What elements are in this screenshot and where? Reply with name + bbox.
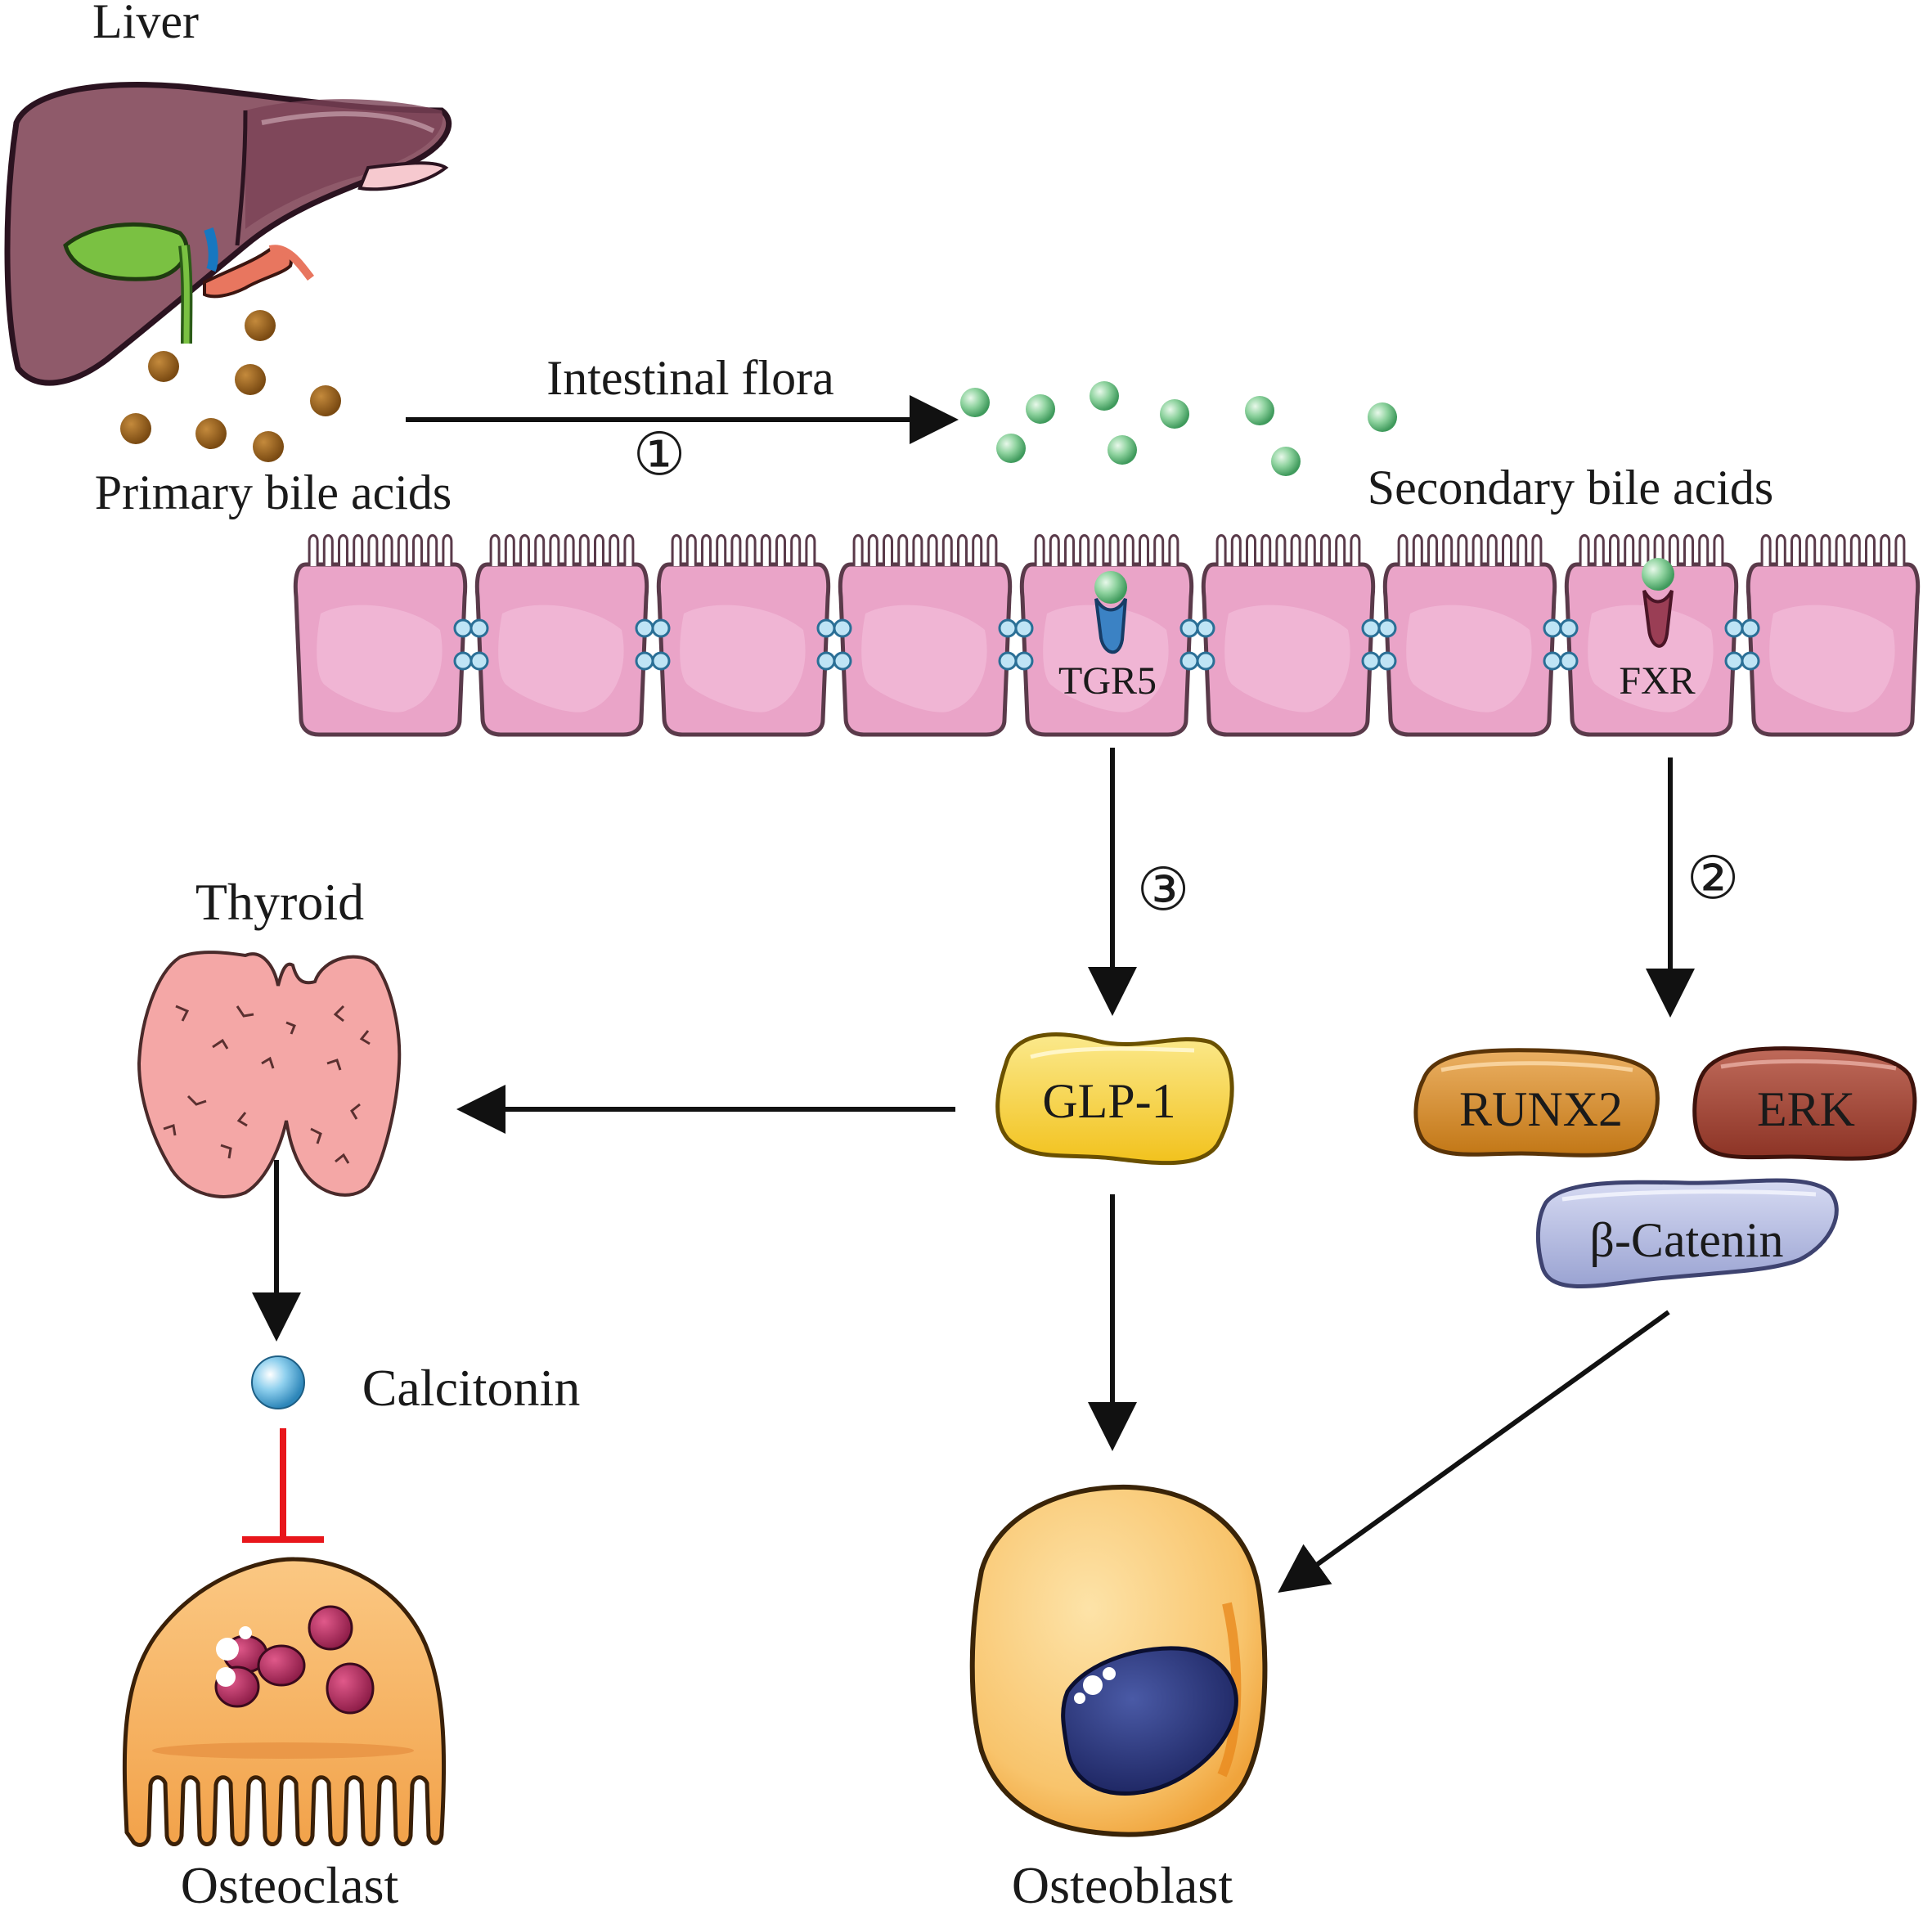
glp1-label: GLP-1: [1042, 1074, 1175, 1128]
intestinal-flora-label: Intestinal flora: [546, 351, 834, 405]
primary-bile-acid: [120, 413, 151, 444]
secondary-bile-acid: [1368, 402, 1397, 432]
tgr5-label: TGR5: [1058, 659, 1157, 703]
fxr-label: FXR: [1619, 659, 1695, 703]
secondary-bile-acids-label: Secondary bile acids: [1368, 461, 1774, 515]
tight-junction: [1361, 618, 1397, 671]
liver-illustration: [4, 82, 452, 386]
primary-bile-acids-label: Primary bile acids: [95, 465, 452, 519]
osteoblast-illustration: [969, 1484, 1268, 1837]
bound-bile-acid: [1094, 571, 1127, 604]
secondary-bile-acid: [960, 388, 990, 417]
tight-junction: [1543, 618, 1579, 671]
glp1-node: [995, 1032, 1234, 1166]
primary-bile-acids-dots: [120, 310, 341, 462]
tight-junction: [1179, 618, 1215, 671]
step-1-marker: ①: [633, 420, 686, 488]
step-3-marker: ③: [1137, 855, 1190, 924]
beta-catenin-to-osteoblast-arrow: [1278, 1310, 1670, 1593]
secondary-bile-acid: [1271, 447, 1301, 476]
epithelial-cell: [1564, 534, 1739, 737]
thyroid-illustration: [137, 951, 402, 1198]
epithelial-cell: [474, 534, 649, 737]
tight-junction: [453, 618, 489, 671]
primary-bile-acid: [235, 364, 266, 395]
bound-bile-acid: [1642, 558, 1674, 591]
beta-catenin-label: β-Catenin: [1589, 1213, 1783, 1267]
secondary-bile-acid: [1090, 381, 1119, 411]
secondary-bile-acid: [1245, 396, 1274, 425]
secondary-bile-acids-dots: [960, 381, 1397, 476]
intestinal-epithelium: [293, 534, 1921, 737]
tight-junctions: [453, 618, 1760, 671]
beta-catenin-node: [1535, 1178, 1839, 1288]
epithelial-cell: [1382, 534, 1557, 737]
epithelial-cell: [1746, 534, 1921, 737]
primary-bile-acid: [245, 310, 276, 341]
calcitonin-label: Calcitonin: [362, 1359, 581, 1417]
osteoclast-nucleus: [257, 1644, 306, 1687]
epithelial-cell: [1019, 534, 1194, 737]
osteoclast-label: Osteoclast: [181, 1856, 399, 1914]
erk-label: ERK: [1757, 1082, 1855, 1136]
tight-junction: [1724, 618, 1760, 671]
runx2-label: RUNX2: [1459, 1082, 1623, 1136]
tgr5-receptor: [1094, 571, 1127, 654]
primary-bile-acid: [195, 418, 227, 449]
thyroid-label: Thyroid: [195, 873, 364, 931]
primary-bile-acid: [310, 385, 341, 416]
step-2-marker: ②: [1687, 843, 1740, 912]
primary-bile-acid: [148, 351, 179, 382]
erk-node: [1692, 1046, 1917, 1161]
tight-junction: [635, 618, 671, 671]
epithelial-cell: [293, 534, 468, 737]
primary-bile-acid: [253, 431, 284, 462]
liver-label: Liver: [92, 0, 199, 48]
secondary-bile-acid: [1108, 435, 1137, 465]
osteoclast-nucleus: [326, 1662, 375, 1715]
calcitonin-molecule: [251, 1355, 305, 1409]
secondary-bile-acid: [1160, 399, 1189, 429]
secondary-bile-acid: [996, 434, 1026, 463]
osteoclast-illustration: [122, 1557, 447, 1847]
osteoblast-label: Osteoblast: [1012, 1856, 1233, 1914]
secondary-bile-acid: [1026, 394, 1055, 424]
epithelial-cell: [656, 534, 831, 737]
tight-junction: [998, 618, 1034, 671]
calcitonin-inhibits-osteoclast: [242, 1428, 324, 1543]
epithelial-cell: [838, 534, 1013, 737]
epithelial-cell: [1201, 534, 1376, 737]
runx2-node: [1413, 1048, 1660, 1158]
osteoclast-nucleus: [308, 1605, 353, 1651]
tight-junction: [816, 618, 852, 671]
fxr-receptor: [1642, 558, 1674, 648]
